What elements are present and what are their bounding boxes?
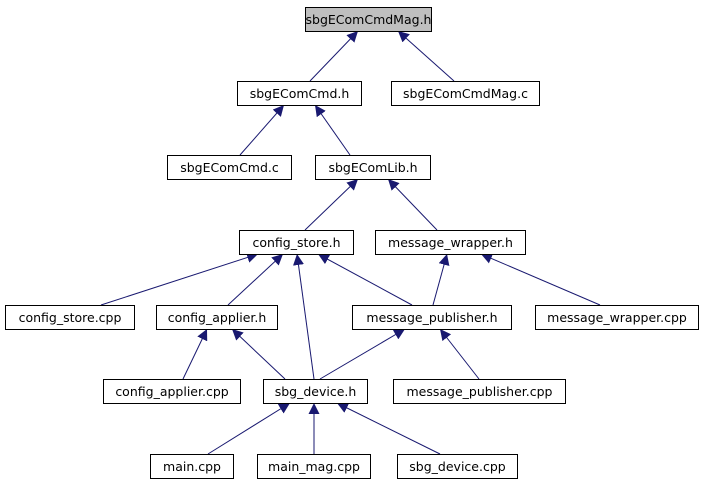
edge-config-store-cpp-to-config-store-h (100, 252, 259, 306)
node-sbgEComCmd-h[interactable]: sbgEComCmd.h (237, 81, 362, 106)
edge-message-publisher-h-to-config-store-h (317, 253, 413, 306)
edge-sbg-device-h-to-message-publisher-h (319, 328, 406, 380)
node-label: config_store.cpp (19, 310, 122, 325)
node-message-wrapper-cpp[interactable]: message_wrapper.cpp (535, 305, 699, 330)
node-label: message_wrapper.cpp (547, 310, 687, 325)
node-box (535, 305, 699, 330)
node-sbgEComCmdMag-h: sbgEComCmdMag.h (305, 7, 432, 32)
edge-message-publisher-cpp-to-message-publisher-h (439, 328, 480, 380)
node-box (397, 454, 518, 479)
node-label: sbgEComLib.h (328, 160, 417, 175)
node-config-applier-cpp[interactable]: config_applier.cpp (103, 379, 241, 404)
node-box (167, 155, 292, 180)
node-sbg-device-cpp[interactable]: sbg_device.cpp (397, 454, 518, 479)
node-label: config_applier.cpp (115, 384, 228, 399)
node-label: message_publisher.h (366, 310, 497, 325)
node-label: sbg_device.cpp (409, 459, 505, 474)
node-box (150, 454, 234, 479)
node-label: main.cpp (163, 459, 221, 474)
node-message-wrapper-h[interactable]: message_wrapper.h (375, 230, 526, 255)
node-box (352, 305, 512, 330)
node-box (237, 81, 362, 106)
node-box (239, 230, 354, 255)
node-label: sbg_device.h (275, 384, 357, 399)
node-sbg-device-h[interactable]: sbg_device.h (263, 379, 368, 404)
edge-config-applier-cpp-to-config-applier-h (182, 328, 208, 380)
node-message-publisher-cpp[interactable]: message_publisher.cpp (393, 379, 566, 404)
node-message-publisher-h[interactable]: message_publisher.h (352, 305, 512, 330)
node-label: message_publisher.cpp (407, 384, 553, 399)
edge-sbg-device-cpp-to-sbg-device-h (336, 402, 441, 455)
node-box (263, 379, 368, 404)
node-sbgEComCmd-c[interactable]: sbgEComCmd.c (167, 155, 292, 180)
node-box (391, 81, 540, 106)
node-main-mag-cpp[interactable]: main_mag.cpp (257, 454, 371, 479)
node-box (393, 379, 566, 404)
edge-sbgEComCmdMag-c-to-sbgEComCmdMag-h (397, 30, 455, 82)
node-label: sbgEComCmdMag.c (403, 86, 528, 101)
node-box (156, 305, 278, 330)
edge-main-cpp-to-sbg-device-h (207, 402, 291, 455)
node-box (257, 454, 371, 479)
edge-message-wrapper-cpp-to-message-wrapper-h (480, 253, 601, 306)
edge-sbgEComCmd-c-to-sbgEComCmd-h (239, 104, 285, 156)
node-box (315, 155, 431, 180)
edge-sbgEComLib-h-to-sbgEComCmd-h (314, 104, 351, 156)
node-config-store-h[interactable]: config_store.h (239, 230, 354, 255)
node-config-applier-h[interactable]: config_applier.h (156, 305, 278, 330)
edge-sbgEComCmd-h-to-sbgEComCmdMag-h (309, 30, 359, 82)
node-label: sbgEComCmd.c (180, 160, 279, 175)
edge-sbg-device-h-to-config-applier-h (231, 328, 286, 380)
edge-message-wrapper-h-to-sbgEComLib-h (387, 178, 438, 231)
node-label: sbgEComCmdMag.h (306, 12, 432, 27)
node-box (375, 230, 526, 255)
node-sbgEComCmdMag-c[interactable]: sbgEComCmdMag.c (391, 81, 540, 106)
edge-config-applier-h-to-config-store-h (227, 253, 284, 306)
node-box (103, 379, 241, 404)
node-label: main_mag.cpp (268, 459, 360, 474)
node-box (5, 305, 135, 330)
node-box (305, 7, 432, 32)
node-label: message_wrapper.h (388, 235, 513, 250)
node-config-store-cpp[interactable]: config_store.cpp (5, 305, 135, 330)
node-sbgEComLib-h[interactable]: sbgEComLib.h (315, 155, 431, 180)
edge-sbg-device-h-to-config-store-h (293, 253, 315, 380)
edge-config-store-h-to-sbgEComLib-h (304, 178, 359, 231)
node-label: config_applier.h (168, 310, 267, 325)
node-main-cpp[interactable]: main.cpp (150, 454, 234, 479)
node-label: config_store.h (252, 235, 340, 250)
node-label: sbgEComCmd.h (250, 86, 350, 101)
edge-message-publisher-h-to-message-wrapper-h (432, 253, 450, 306)
